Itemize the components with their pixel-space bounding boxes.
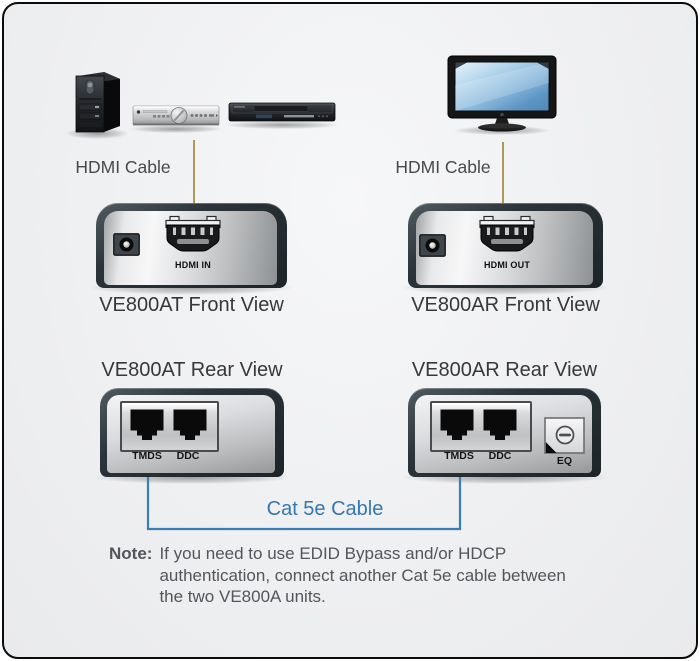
- hdmi-out-port-icon: [479, 215, 535, 252]
- note-line: the two VE800A units.: [159, 587, 326, 606]
- hdmi-out-label: HDMI OUT: [483, 260, 531, 270]
- eq-label: EQ: [556, 455, 573, 467]
- hdmi-cable-line-right: [502, 142, 504, 205]
- ve800ar-front-title: VE800AR Front View: [411, 294, 600, 316]
- tmds-label: TMDS: [444, 450, 474, 462]
- rj45-ddc-port-icon: [483, 409, 517, 440]
- ve800at-front-unit: HDMI IN: [96, 203, 287, 288]
- tmds-label: TMDS: [132, 450, 162, 462]
- av-receiver-icon: [132, 105, 220, 126]
- ve800at-rear-title: VE800AT Rear View: [101, 359, 283, 381]
- ve800at-rear-unit: TMDS DDC: [100, 388, 284, 477]
- ve800ar-rear-unit: TMDS DDC EQ: [408, 388, 601, 477]
- hdmi-cable-label-left: HDMI Cable: [75, 157, 171, 177]
- rj45-tmds-port-icon: [440, 409, 474, 440]
- computer-tower-icon: [75, 72, 120, 133]
- ddc-label: DDC: [488, 450, 512, 462]
- ve800ar-rear-title: VE800AR Rear View: [411, 359, 598, 381]
- shadow: [130, 125, 222, 133]
- note-line: If you need to use EDID Bypass and/or HD…: [159, 544, 507, 563]
- ve800at-front-title: VE800AT Front View: [99, 294, 284, 316]
- rj45-port-panel: [430, 401, 532, 452]
- note-label: Note:: [109, 544, 153, 563]
- ddc-label: DDC: [176, 450, 200, 462]
- rj45-ddc-port-icon: [173, 409, 207, 440]
- ve800ar-front-unit: HDMI OUT: [408, 203, 603, 288]
- power-jack-icon: [113, 233, 140, 256]
- rj45-tmds-port-icon: [130, 409, 164, 440]
- hdmi-cable-line-left: [193, 140, 195, 205]
- hdmi-cable-label-right: HDMI Cable: [395, 157, 491, 177]
- eq-dial-icon: [544, 417, 585, 454]
- dvd-player-icon: [228, 102, 336, 122]
- shadow: [66, 128, 128, 139]
- hdmi-in-label: HDMI IN: [175, 260, 211, 270]
- tv-icon: [447, 55, 557, 132]
- cat5e-cable-label: Cat 5e Cable: [266, 498, 384, 520]
- cat5e-cable-line: [146, 476, 462, 531]
- power-jack-icon: [419, 234, 446, 257]
- shadow: [226, 121, 338, 129]
- note-block: Note: If you need to use EDID Bypass and…: [109, 543, 566, 608]
- rj45-port-panel: [120, 401, 219, 452]
- hdmi-in-port-icon: [165, 215, 221, 252]
- note-text: If you need to use EDID Bypass and/or HD…: [159, 543, 565, 608]
- note-line: authentication, connect another Cat 5e c…: [159, 565, 566, 585]
